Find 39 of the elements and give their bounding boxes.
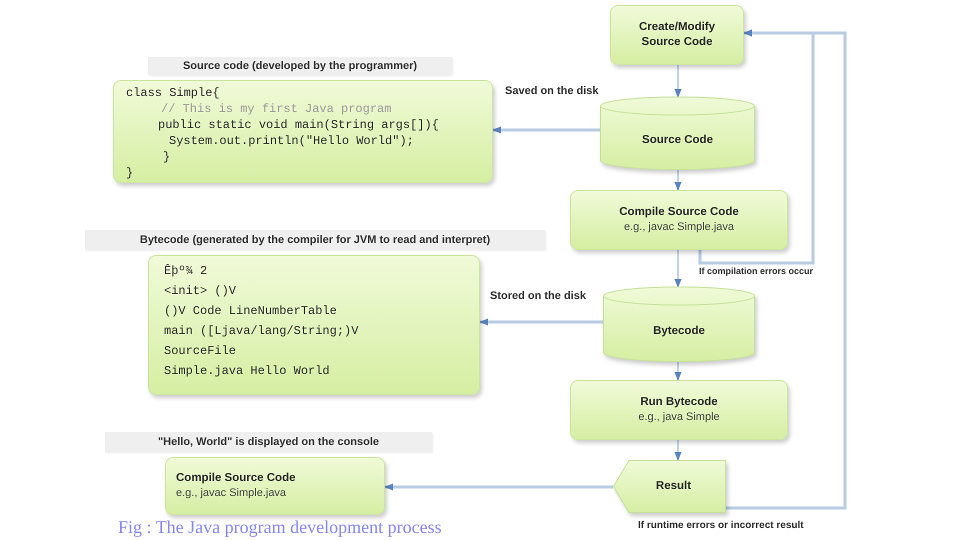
edge-label: If compilation errors occur [697, 266, 816, 277]
command-example: e.g., javac Simple.java [624, 220, 734, 235]
process-box [570, 380, 788, 440]
bytecode-line: ()V Code LineNumberTable [164, 303, 337, 320]
code-line: class Simple{ [126, 85, 220, 101]
panel-heading: Source code (developed by the programmer) [148, 57, 452, 75]
code-line: System.out.println("Hello World"); [169, 133, 414, 149]
bytecode-line: SourceFile [164, 343, 236, 360]
bytecode-line: main ([Ljava/lang/String;)V [164, 323, 358, 340]
bytecode-line: Simple.java Hello World [164, 363, 330, 380]
step-title: Create/Modify Source Code [638, 20, 716, 50]
command-example: e.g., javac Simple.java [176, 486, 286, 501]
arrow [479, 318, 603, 326]
code-line: // This is my first Java program [161, 101, 392, 117]
arrow [384, 483, 613, 491]
process-box [570, 190, 788, 250]
code-line: } [126, 165, 134, 181]
arrow [674, 250, 682, 288]
arrow [674, 65, 682, 98]
result-label: Result [656, 479, 692, 494]
command-example: e.g., java Simple [638, 410, 720, 425]
arrow [492, 126, 600, 134]
code-line: public static void main(String args[]){ [158, 117, 439, 133]
arrow [674, 170, 682, 191]
figure-caption: Fig : The Java program development process [118, 517, 442, 537]
arrow [674, 362, 682, 381]
panel-heading: Bytecode (generated by the compiler for JVM to read and interpret) [85, 230, 545, 250]
step-title: Run Bytecode [640, 395, 718, 410]
storage-label: Bytecode [653, 324, 705, 339]
code-line: } [163, 149, 170, 165]
process-box [610, 5, 744, 65]
bytecode-line: <init> ()V [164, 283, 236, 300]
storage-label: Source Code [642, 133, 713, 148]
step-title: Compile Source Code [176, 471, 296, 486]
panel-heading: "Hello, World" is displayed on the console [105, 432, 432, 452]
bytecode-line: Êþº¾ 2 [164, 263, 208, 280]
arrow [726, 29, 846, 510]
step-title: Compile Source Code [619, 205, 739, 220]
arrow [674, 440, 682, 461]
